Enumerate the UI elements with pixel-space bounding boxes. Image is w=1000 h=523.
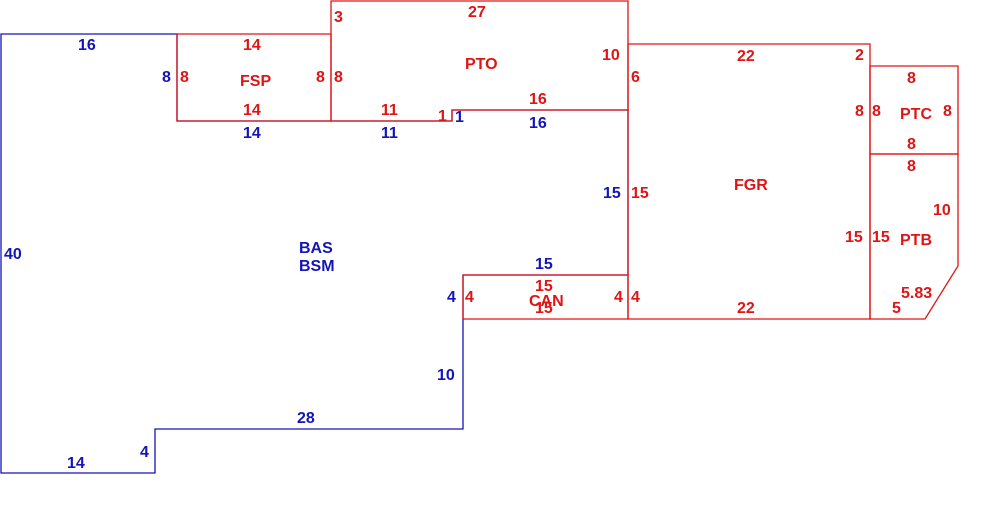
dim-label: 1 bbox=[455, 109, 464, 126]
area-label-ptc: PTC bbox=[900, 106, 932, 123]
dim-label: 8 bbox=[907, 136, 916, 153]
dim-label: 10 bbox=[933, 202, 951, 219]
dim-label: 8 bbox=[907, 70, 916, 87]
dim-label: 22 bbox=[737, 300, 755, 317]
dim-label: 14 bbox=[243, 125, 261, 142]
dim-label: 14 bbox=[243, 102, 261, 119]
dim-label: 4 bbox=[447, 289, 456, 306]
dim-label: 4 bbox=[465, 289, 474, 306]
dim-label: 11 bbox=[381, 125, 398, 142]
dim-label: 14 bbox=[67, 455, 85, 472]
dim-label: 8 bbox=[872, 103, 881, 120]
area-label-fgr: FGR bbox=[734, 177, 768, 194]
dim-label: 2 bbox=[855, 47, 864, 64]
area-label-ptb: PTB bbox=[900, 232, 932, 249]
area-label-bsm: BSM bbox=[299, 258, 335, 275]
dim-label: 4 bbox=[614, 289, 623, 306]
ptb-outline bbox=[869, 153, 959, 320]
dim-label: 15 bbox=[535, 300, 553, 317]
dim-label: 8 bbox=[316, 69, 325, 86]
dim-label: 15 bbox=[535, 256, 553, 273]
dim-label: 27 bbox=[468, 4, 486, 21]
dim-label: 8 bbox=[943, 103, 952, 120]
dim-label: 4 bbox=[631, 289, 640, 306]
dim-label: 22 bbox=[737, 48, 755, 65]
dim-label: 15 bbox=[535, 278, 553, 295]
dim-label: 40 bbox=[4, 246, 22, 263]
dim-label: 15 bbox=[603, 185, 621, 202]
dim-label: 8 bbox=[162, 69, 171, 86]
dim-label: 4 bbox=[140, 444, 149, 461]
area-label-bas: BAS bbox=[299, 240, 333, 257]
dim-label: 8 bbox=[334, 69, 343, 86]
dim-label: 15 bbox=[872, 229, 890, 246]
dim-label: 3 bbox=[334, 9, 343, 26]
dim-label: 15 bbox=[631, 185, 649, 202]
dim-label: 6 bbox=[631, 69, 640, 86]
dim-label: 16 bbox=[529, 91, 547, 108]
dim-label: 8 bbox=[855, 103, 864, 120]
dim-label: 10 bbox=[602, 47, 620, 64]
dim-label: 8 bbox=[180, 69, 189, 86]
dim-label: 8 bbox=[907, 158, 916, 175]
dim-label: 10 bbox=[437, 367, 455, 384]
area-label-pto: PTO bbox=[465, 56, 498, 73]
pto-outline bbox=[330, 0, 629, 122]
area-label-fsp: FSP bbox=[240, 73, 271, 90]
dim-label: 15 bbox=[845, 229, 863, 246]
can-outline bbox=[462, 274, 629, 320]
area-label-can: CAN bbox=[529, 293, 564, 310]
dim-label: 28 bbox=[297, 410, 315, 427]
dim-label: 16 bbox=[78, 37, 96, 54]
dim-label: 5.83 bbox=[901, 285, 932, 302]
dim-label: 14 bbox=[243, 37, 261, 54]
dim-label: 5 bbox=[892, 300, 901, 317]
dim-label: 1 bbox=[438, 108, 447, 125]
dim-label: 16 bbox=[529, 115, 547, 132]
dim-label: 11 bbox=[381, 102, 398, 119]
